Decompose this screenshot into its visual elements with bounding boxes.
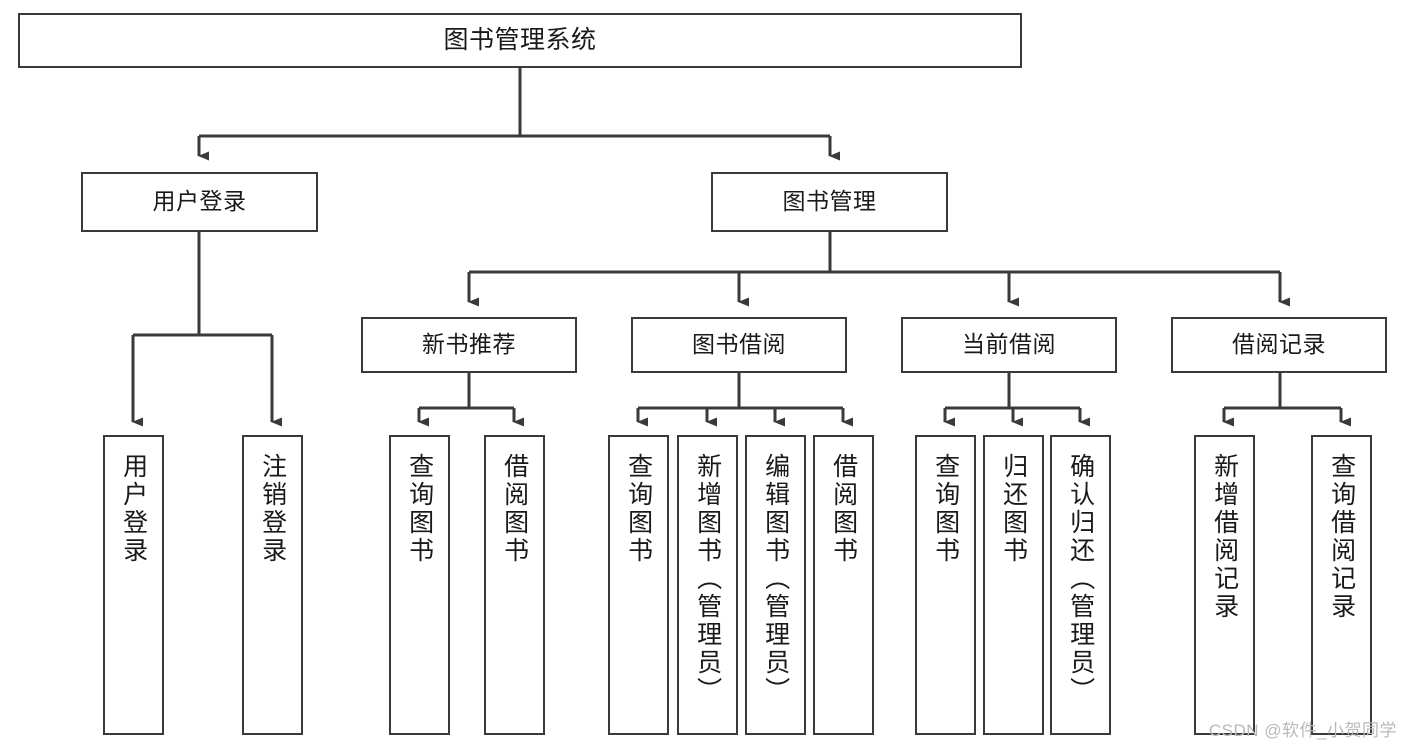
- node-label: 新增图书（管理员）: [693, 453, 722, 705]
- node-label: 当前借阅: [962, 331, 1056, 358]
- node-label: 用户登录: [119, 453, 148, 565]
- leaf-query-borrow-record[interactable]: 查询借阅记录: [1311, 435, 1372, 735]
- node-label: 图书管理系统: [443, 25, 597, 54]
- leaf-return-book[interactable]: 归还图书: [983, 435, 1044, 735]
- leaf-confirm-return-admin[interactable]: 确认归还（管理员）: [1050, 435, 1111, 735]
- node-label: 借阅图书: [829, 453, 858, 565]
- node-label: 编辑图书（管理员）: [761, 453, 790, 705]
- node-label: 用户登录: [152, 188, 247, 215]
- node-label: 确认归还（管理员）: [1066, 453, 1095, 705]
- node-root-system[interactable]: 图书管理系统: [18, 13, 1022, 68]
- leaf-borrow-book-recommend[interactable]: 借阅图书: [484, 435, 545, 735]
- leaf-query-book-recommend[interactable]: 查询图书: [389, 435, 450, 735]
- node-current-borrow[interactable]: 当前借阅: [901, 317, 1117, 373]
- node-label: 借阅记录: [1232, 331, 1326, 358]
- leaf-edit-book-admin[interactable]: 编辑图书（管理员）: [745, 435, 806, 735]
- node-label: 查询图书: [931, 453, 960, 565]
- node-label: 图书管理: [782, 188, 877, 215]
- node-label: 归还图书: [999, 453, 1028, 565]
- leaf-query-book-current[interactable]: 查询图书: [915, 435, 976, 735]
- leaf-user-login[interactable]: 用户登录: [103, 435, 164, 735]
- node-label: 图书借阅: [692, 331, 786, 358]
- node-label: 注销登录: [258, 453, 287, 565]
- node-label: 借阅图书: [500, 453, 529, 565]
- leaf-query-book-borrow[interactable]: 查询图书: [608, 435, 669, 735]
- node-label: 新书推荐: [422, 331, 516, 358]
- node-label: 查询图书: [624, 453, 653, 565]
- leaf-user-logout[interactable]: 注销登录: [242, 435, 303, 735]
- node-label: 查询图书: [405, 453, 434, 565]
- node-book-borrow[interactable]: 图书借阅: [631, 317, 847, 373]
- leaf-add-borrow-record[interactable]: 新增借阅记录: [1194, 435, 1255, 735]
- node-user-login[interactable]: 用户登录: [81, 172, 318, 232]
- node-label: 查询借阅记录: [1327, 453, 1356, 621]
- node-new-book-recommend[interactable]: 新书推荐: [361, 317, 577, 373]
- node-book-management[interactable]: 图书管理: [711, 172, 948, 232]
- watermark-text: CSDN @软件_小贺同学: [1208, 721, 1397, 740]
- node-label: 新增借阅记录: [1210, 453, 1239, 621]
- leaf-add-book-admin[interactable]: 新增图书（管理员）: [677, 435, 738, 735]
- leaf-borrow-book[interactable]: 借阅图书: [813, 435, 874, 735]
- node-borrow-record[interactable]: 借阅记录: [1171, 317, 1387, 373]
